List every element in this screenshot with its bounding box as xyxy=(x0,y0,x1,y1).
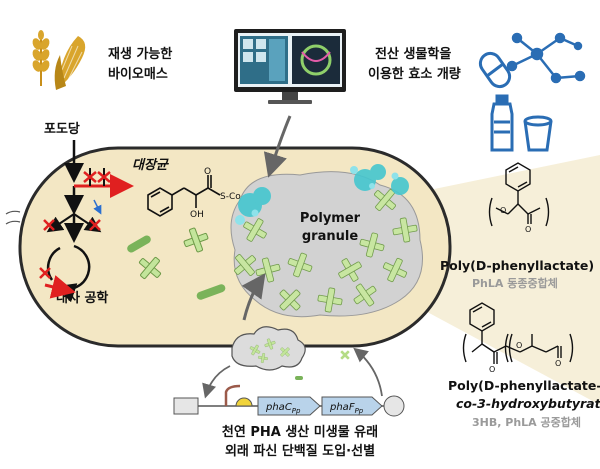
light-beam xyxy=(405,155,600,405)
hydroxyl-label: OH xyxy=(190,210,204,220)
free-protein-small xyxy=(295,347,353,380)
biomass-label-1: 재생 가능한 xyxy=(108,46,172,62)
product2-name-1: Poly(D-phenyllactate- xyxy=(448,378,600,393)
phla-oxygen: O xyxy=(500,206,506,215)
wheat-icon xyxy=(32,30,50,86)
product2-name-2: co-3-hydroxybutyrate) xyxy=(456,396,600,411)
cycle-arrow-left xyxy=(202,365,231,399)
terminator-icon xyxy=(383,395,405,417)
promoter-icon xyxy=(224,384,241,406)
product1-name: Poly(D-phenyllactate) xyxy=(440,258,594,273)
gene-cassette: phaCPp phaFPp xyxy=(173,384,405,417)
phenyllactyl-coa-structure xyxy=(147,175,221,217)
enzyme-markers xyxy=(235,164,409,225)
protein-library-cloud xyxy=(231,326,306,371)
phla-structure xyxy=(488,162,550,227)
enzyme-engineering-arrow xyxy=(263,115,292,178)
polymer-granule: Polymer granule xyxy=(227,171,423,318)
compbio-label-2: 이용한 효소 개량 xyxy=(368,66,461,82)
bottle-icon xyxy=(490,94,514,152)
granule-label-1: Polymer xyxy=(300,211,361,226)
free-crystals xyxy=(127,224,226,300)
glucose-label: 포도당 xyxy=(44,121,80,137)
corn-icon xyxy=(54,36,86,90)
bottom-caption-2: 외래 파신 단백질 도입·선별 xyxy=(225,443,375,459)
metabolic-label: 대사 공학 xyxy=(56,290,108,306)
gene-phac-arrow xyxy=(257,396,321,416)
ecoli-label: 대장균 xyxy=(132,157,170,173)
bottom-caption-1: 천연 PHA 생산 미생물 유래 xyxy=(222,424,378,440)
library-to-granule-arrow xyxy=(241,273,266,321)
compbio-label-1: 전산 생물학을 xyxy=(375,46,451,62)
phla-carbonyl: O xyxy=(525,225,531,234)
cycle-arrow-right xyxy=(353,347,383,397)
copolymer-structure xyxy=(462,302,574,364)
monitor-icon xyxy=(234,29,346,104)
rbs-icon xyxy=(235,397,253,407)
flagellum xyxy=(5,220,21,225)
product2-sub: 3HB, PhLA 공중합체 xyxy=(472,415,581,429)
cup-icon xyxy=(523,115,553,152)
gene-phac-label: phaCPp xyxy=(265,402,301,415)
gene-phaf-arrow xyxy=(321,396,383,416)
pill-icon xyxy=(478,51,512,89)
copolymer-oxygen-3: O xyxy=(555,359,561,368)
copolymer-oxygen-1: O xyxy=(489,365,495,374)
product1-sub: PhLA 동종중합체 xyxy=(472,276,558,290)
granule-label-2: granule xyxy=(302,229,358,244)
oxygen-label: O xyxy=(204,167,211,177)
scoa-label: S-CoA xyxy=(220,192,248,202)
flagellum xyxy=(5,210,21,215)
copolymer-oxygen-2: O xyxy=(516,341,522,350)
network-icon xyxy=(506,32,586,84)
knockout-marks xyxy=(39,171,111,279)
biomass-label-2: 바이오매스 xyxy=(108,66,168,82)
gene-phaf-label: phaFPp xyxy=(329,402,364,415)
